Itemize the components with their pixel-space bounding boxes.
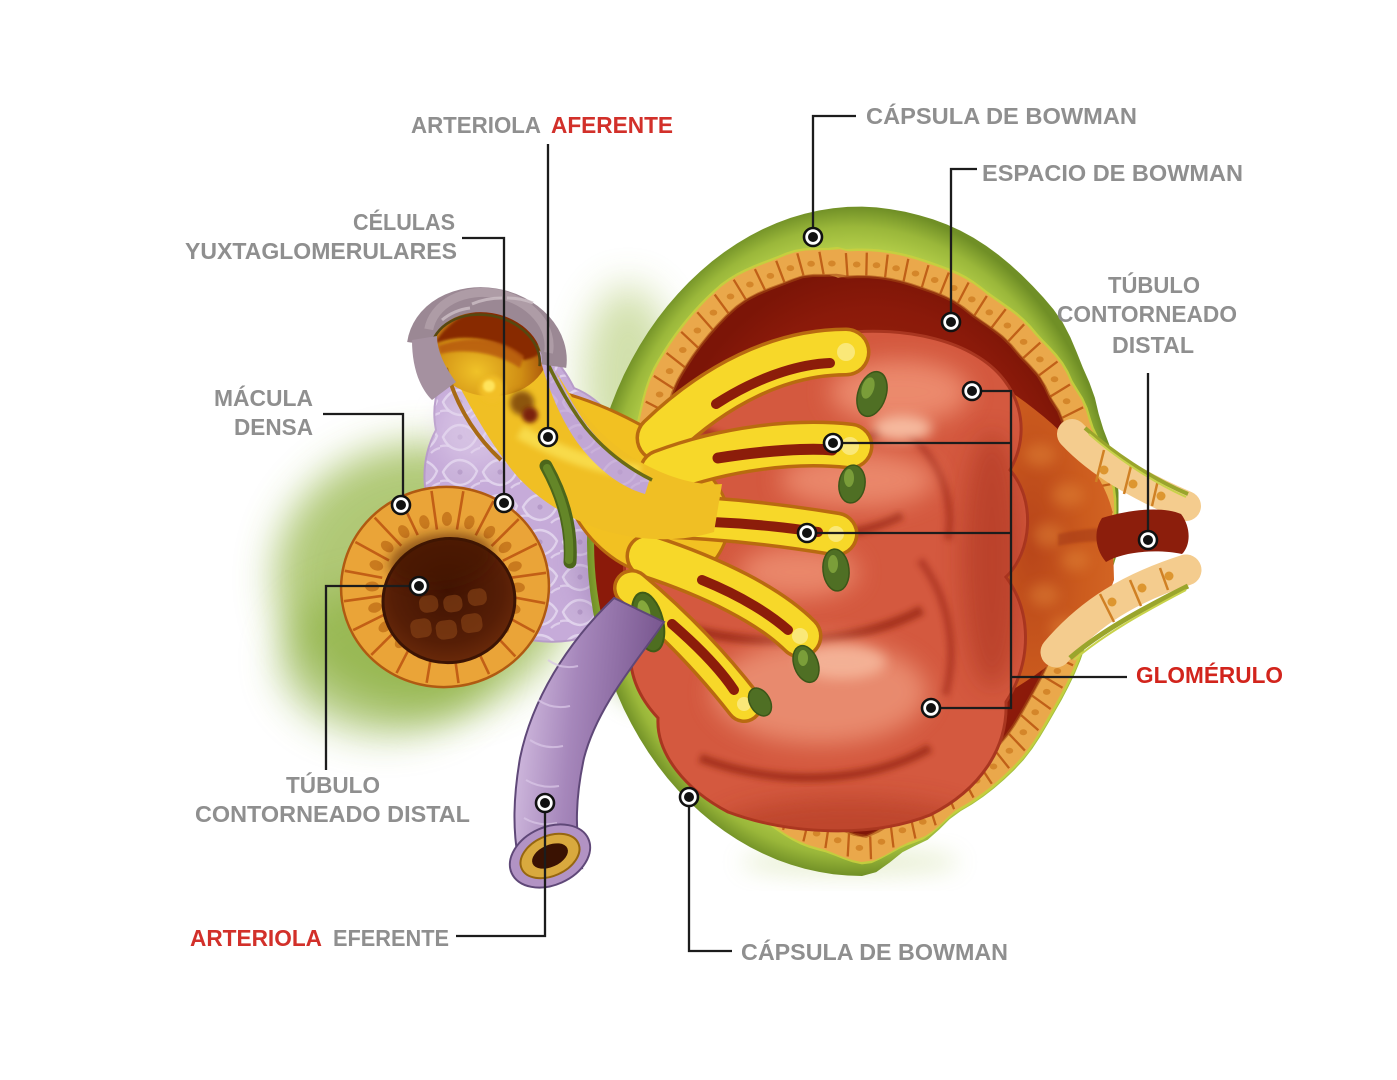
svg-text:AFERENTE: AFERENTE [551,112,673,138]
svg-text:EFERENTE: EFERENTE [333,925,449,951]
svg-text:CÁPSULA DE BOWMAN: CÁPSULA DE BOWMAN [741,938,1008,965]
svg-text:TÚBULO: TÚBULO [286,771,380,798]
svg-text:ARTERIOLA: ARTERIOLA [190,925,322,951]
svg-text:CONTORNEADO DISTAL: CONTORNEADO DISTAL [195,801,470,827]
svg-text:CÁPSULA DE BOWMAN: CÁPSULA DE BOWMAN [866,102,1137,129]
svg-text:DENSA: DENSA [234,414,313,440]
svg-text:ESPACIO DE BOWMAN: ESPACIO DE BOWMAN [982,160,1243,186]
svg-text:CÉLULAS: CÉLULAS [353,208,455,235]
svg-text:GLOMÉRULO: GLOMÉRULO [1136,661,1283,688]
svg-text:MÁCULA: MÁCULA [214,384,313,411]
svg-text:CONTORNEADO: CONTORNEADO [1057,301,1237,327]
svg-text:YUXTAGLOMERULARES: YUXTAGLOMERULARES [185,238,457,264]
svg-text:TÚBULO: TÚBULO [1108,271,1200,298]
svg-text:ARTERIOLA: ARTERIOLA [411,112,541,138]
svg-text:DISTAL: DISTAL [1112,332,1194,358]
